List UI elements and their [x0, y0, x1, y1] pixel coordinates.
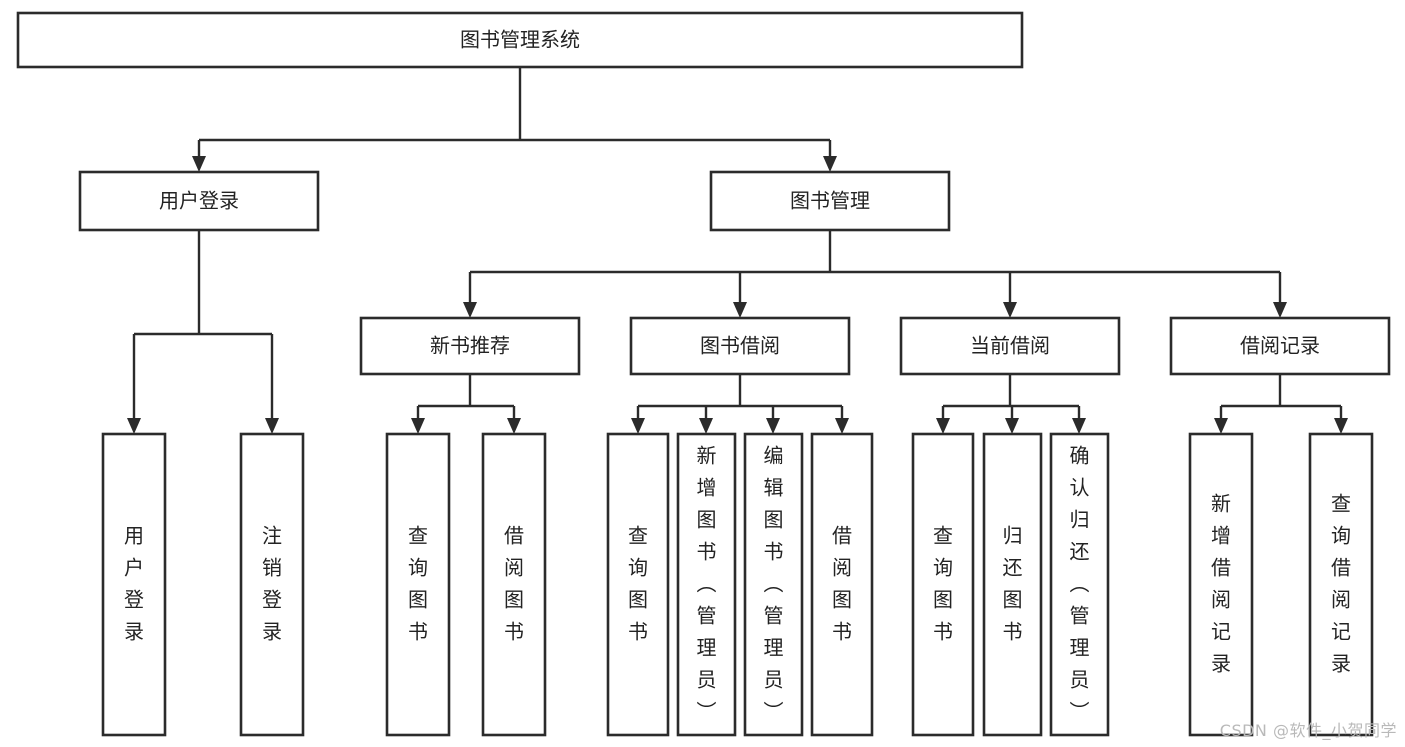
node-book-borrow[interactable]: 图书借阅: [629, 316, 851, 376]
node-leaf-add-borrow-record[interactable]: 新增借阅记录: [1188, 432, 1254, 737]
arrow-head-icon: [766, 418, 780, 434]
node-current-borrow[interactable]: 当前借阅: [899, 316, 1121, 376]
node-leaf-query-book-borrow[interactable]: 查询图书: [606, 432, 670, 737]
node-label-leaf-confirm-return-admin: 确认归还︵管理员︶: [1070, 444, 1090, 724]
node-label-leaf-return-book: 归还图书: [1003, 524, 1023, 644]
node-borrow-record[interactable]: 借阅记录: [1169, 316, 1391, 376]
arrow-head-icon: [835, 418, 849, 434]
conn-borrow-record: [1214, 374, 1348, 434]
node-new-book-recommend[interactable]: 新书推荐: [359, 316, 581, 376]
node-label-leaf-user-login: 用户登录: [124, 524, 144, 644]
node-box-leaf-borrow-book-recommend: [481, 432, 547, 737]
node-leaf-query-borrow-record[interactable]: 查询借阅记录: [1308, 432, 1374, 737]
node-box-leaf-logout-login: [239, 432, 305, 737]
node-box-leaf-query-borrow-record: [1308, 432, 1374, 737]
arrow-head-icon: [936, 418, 950, 434]
node-box-book-management: [709, 170, 951, 232]
conn-book-borrow: [631, 374, 849, 434]
node-box-current-borrow: [899, 316, 1121, 376]
node-book-management[interactable]: 图书管理: [709, 170, 951, 232]
node-box-leaf-add-book-admin: [676, 432, 737, 737]
conn-current-borrow: [936, 374, 1086, 434]
node-box-leaf-confirm-return-admin: [1049, 432, 1110, 737]
node-box-new-book-recommend: [359, 316, 581, 376]
arrow-head-icon: [1003, 302, 1017, 318]
node-label-current-borrow: 当前借阅: [970, 334, 1050, 358]
node-box-leaf-borrow-book: [810, 432, 874, 737]
node-leaf-user-login[interactable]: 用户登录: [101, 432, 167, 737]
node-box-borrow-record: [1169, 316, 1391, 376]
arrow-head-icon: [127, 418, 141, 434]
node-box-leaf-user-login: [101, 432, 167, 737]
node-leaf-query-book-recommend[interactable]: 查询图书: [385, 432, 451, 737]
node-box-user-login: [78, 170, 320, 232]
arrow-head-icon: [733, 302, 747, 318]
node-leaf-edit-book-admin[interactable]: 编辑图书︵管理员︶: [743, 432, 804, 737]
node-box-book-borrow: [629, 316, 851, 376]
node-box-leaf-query-book-current: [911, 432, 975, 737]
node-box-leaf-query-book-borrow: [606, 432, 670, 737]
arrow-head-icon: [823, 156, 837, 172]
node-label-book-management: 图书管理: [790, 189, 870, 213]
node-label-leaf-query-book-borrow: 查询图书: [628, 524, 648, 644]
node-box-root: [16, 11, 1024, 69]
arrow-head-icon: [265, 418, 279, 434]
node-user-login[interactable]: 用户登录: [78, 170, 320, 232]
node-label-leaf-add-book-admin: 新增图书︵管理员︶: [697, 444, 717, 724]
node-label-leaf-borrow-book: 借阅图书: [832, 524, 852, 644]
node-label-user-login: 用户登录: [159, 189, 239, 213]
node-leaf-logout-login[interactable]: 注销登录: [239, 432, 305, 737]
arrow-head-icon: [631, 418, 645, 434]
arrow-head-icon: [1214, 418, 1228, 434]
node-box-leaf-edit-book-admin: [743, 432, 804, 737]
arrow-head-icon: [411, 418, 425, 434]
conn-user-login: [127, 230, 279, 434]
arrow-head-icon: [507, 418, 521, 434]
node-label-leaf-query-borrow-record: 查询借阅记录: [1331, 492, 1351, 676]
node-box-leaf-add-borrow-record: [1188, 432, 1254, 737]
node-leaf-confirm-return-admin[interactable]: 确认归还︵管理员︶: [1049, 432, 1110, 737]
connectors-layer: [127, 67, 1348, 434]
node-label-leaf-query-book-recommend: 查询图书: [408, 524, 428, 644]
arrow-head-icon: [1072, 418, 1086, 434]
node-label-leaf-query-book-current: 查询图书: [933, 524, 953, 644]
node-label-root: 图书管理系统: [460, 28, 580, 52]
conn-book-management: [463, 230, 1287, 318]
node-leaf-borrow-book-recommend[interactable]: 借阅图书: [481, 432, 547, 737]
arrow-head-icon: [192, 156, 206, 172]
conn-new-book-recommend: [411, 374, 521, 434]
node-box-leaf-return-book: [982, 432, 1043, 737]
node-leaf-add-book-admin[interactable]: 新增图书︵管理员︶: [676, 432, 737, 737]
arrow-head-icon: [1005, 418, 1019, 434]
node-label-leaf-logout-login: 注销登录: [262, 524, 282, 644]
arrow-head-icon: [699, 418, 713, 434]
node-label-book-borrow: 图书借阅: [700, 334, 780, 358]
conn-root: [192, 67, 837, 172]
node-label-leaf-add-borrow-record: 新增借阅记录: [1211, 492, 1231, 676]
node-leaf-return-book[interactable]: 归还图书: [982, 432, 1043, 737]
node-label-new-book-recommend: 新书推荐: [430, 334, 510, 358]
node-label-leaf-borrow-book-recommend: 借阅图书: [504, 524, 524, 644]
node-label-borrow-record: 借阅记录: [1240, 334, 1320, 358]
arrow-head-icon: [1334, 418, 1348, 434]
arrow-head-icon: [1273, 302, 1287, 318]
node-leaf-query-book-current[interactable]: 查询图书: [911, 432, 975, 737]
node-leaf-borrow-book[interactable]: 借阅图书: [810, 432, 874, 737]
node-label-leaf-edit-book-admin: 编辑图书︵管理员︶: [764, 444, 784, 724]
arrow-head-icon: [463, 302, 477, 318]
nodes-layer: 图书管理系统用户登录图书管理新书推荐图书借阅当前借阅借阅记录用户登录注销登录查询…: [16, 11, 1391, 737]
node-root[interactable]: 图书管理系统: [16, 11, 1024, 69]
node-box-leaf-query-book-recommend: [385, 432, 451, 737]
